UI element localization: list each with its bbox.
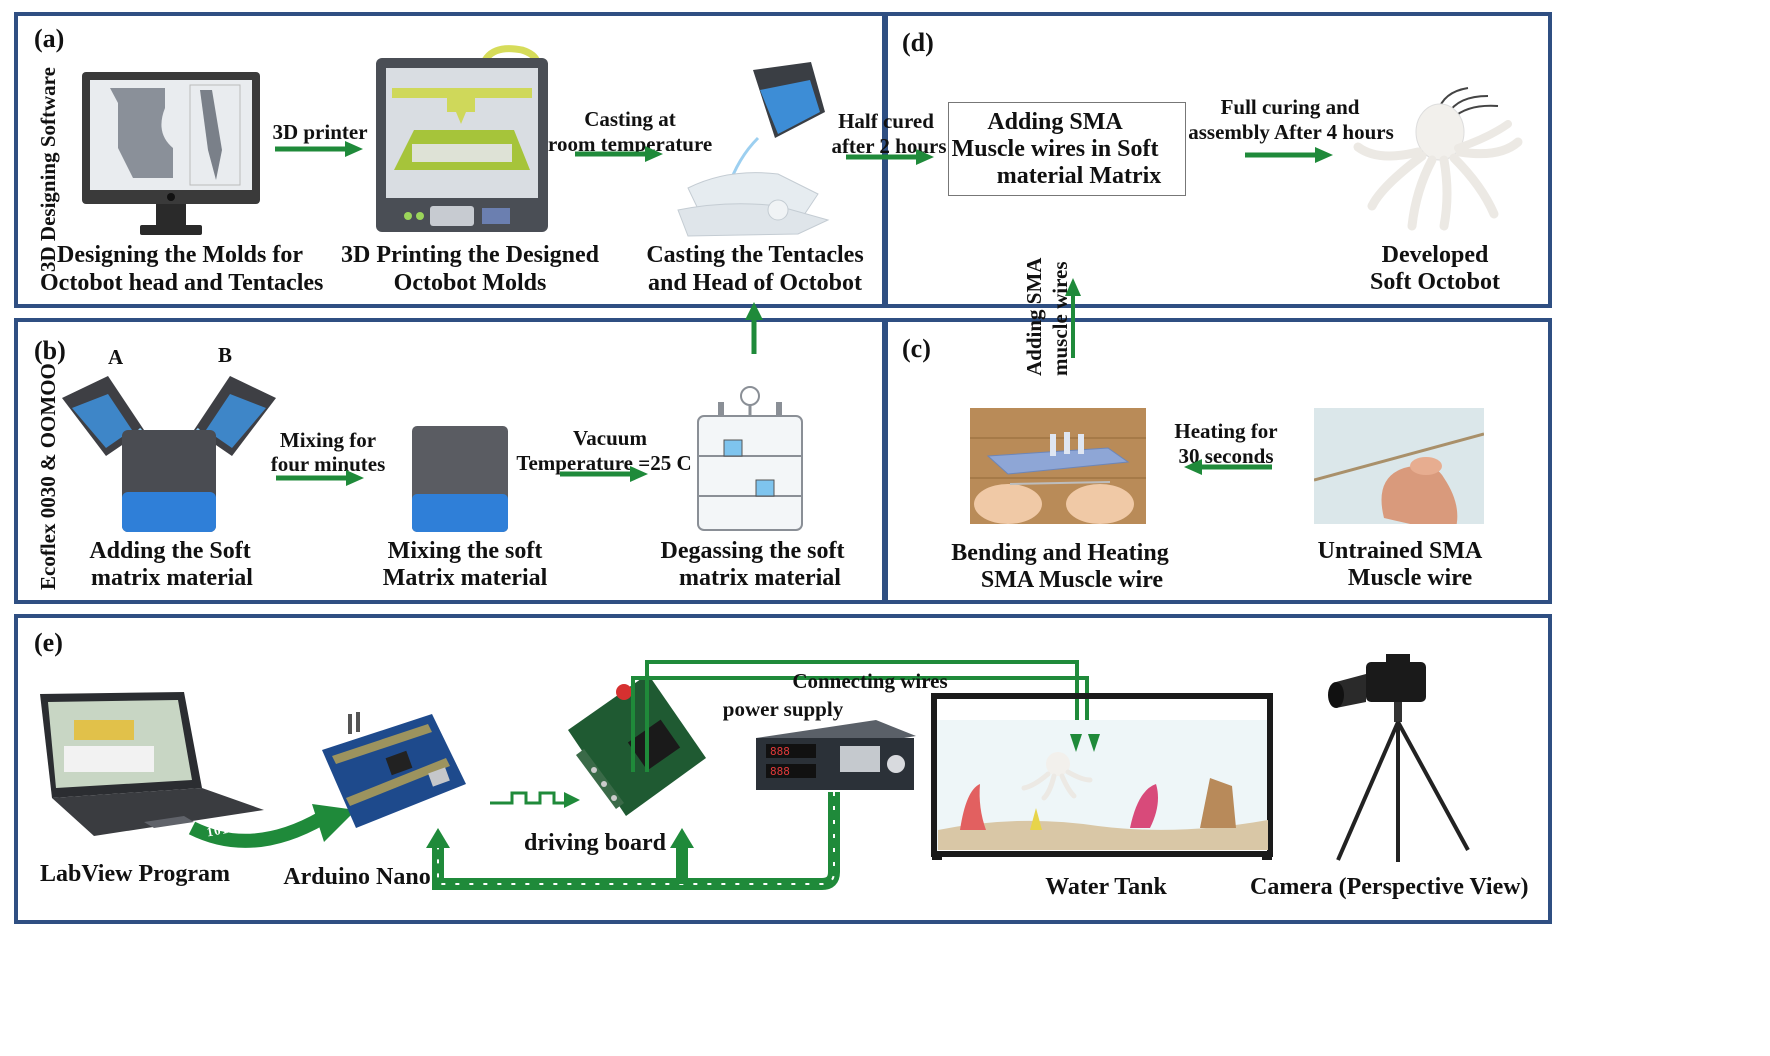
arrow-mixing-label-line1: Mixing for	[279, 428, 377, 452]
power-supply-label: power supply	[722, 697, 844, 721]
ps-display-a: 888	[770, 745, 790, 758]
arrow-mixing-label-line2: four minutes	[270, 452, 386, 476]
panel-a-step3-line2: and Head of Octobot	[647, 270, 862, 296]
arrow-full-curing-label-line1: Full curing and	[1220, 95, 1360, 119]
water-tank-illustration	[930, 690, 1276, 860]
computer-monitor-illustration	[80, 70, 262, 240]
arrow-a1-icon	[275, 141, 363, 157]
mixing-cup-illustration	[408, 424, 512, 534]
arrow-b1-icon	[276, 470, 364, 486]
untrained-sma-photo	[1314, 408, 1484, 524]
panel-b-step2-line1: Mixing the soft	[387, 538, 543, 564]
arrow-d2-icon	[1245, 147, 1333, 163]
dc-power-line-icon	[426, 792, 840, 890]
sma-box-line3: material Matrix	[996, 163, 1162, 189]
panel-b-label: (b)	[34, 336, 66, 365]
arrow-c1-icon	[1184, 459, 1272, 475]
arrow-3d-printer-label: 3D printer	[272, 120, 368, 144]
pwm-signal-arrow-icon	[490, 791, 580, 808]
panel-e-label: (e)	[34, 628, 63, 657]
driving-board-label: driving board	[524, 830, 667, 856]
panel-a-label: (a)	[34, 24, 65, 53]
arrow-half-cured-label-line2: after 2 hours	[831, 134, 947, 158]
panel-a-step2-line2: Octobot Molds	[393, 270, 547, 296]
3d-printer-illustration	[372, 40, 552, 236]
ps-display-b: 888	[770, 765, 790, 778]
sma-box-line2: Muscle wires in Soft	[951, 136, 1159, 162]
arrow-b-to-a-icon	[745, 302, 763, 354]
panel-c-side-label-line1: Adding SMA	[1022, 257, 1046, 376]
bending-sma-photo	[970, 408, 1146, 524]
camera-label: Camera (Perspective View)	[1250, 874, 1529, 900]
data-stream-arrow-icon	[188, 804, 356, 848]
panel-a-step1-line1: Designing the Molds for	[57, 242, 303, 268]
arrow-vacuum-label-line1: Vacuum	[573, 426, 647, 450]
camera-tripod-illustration	[1318, 650, 1478, 864]
panel-d-result-line2: Soft Octobot	[1370, 269, 1500, 295]
arrow-heating-label-line1: Heating for	[1174, 419, 1278, 443]
sma-wires-box	[948, 102, 1186, 196]
arrow-d-in-icon	[846, 149, 934, 165]
panel-c-step2-line2: Muscle wire	[1347, 565, 1473, 591]
panel-c-step2-line1: Untrained SMA	[1317, 538, 1483, 564]
panel-c-step1-line2: SMA Muscle wire	[980, 567, 1164, 593]
panel-b-step1-line2: matrix material	[91, 565, 253, 591]
panel-d-result-line1: Developed	[1381, 242, 1489, 268]
arrow-half-cured-label-line1: Half cured	[838, 109, 934, 133]
cup-a-label: A	[108, 345, 124, 369]
panel-b-step2-line2: Matrix material	[382, 565, 548, 591]
soft-octobot-illustration	[1348, 82, 1528, 232]
panel-c-label: (c)	[902, 334, 931, 363]
arrow-c-to-d-icon	[1065, 278, 1081, 358]
casting-molds-illustration	[668, 60, 848, 240]
panel-a-step2-line1: 3D Printing the Designed	[341, 242, 599, 268]
sma-box-line1: Adding SMA	[987, 109, 1123, 135]
arrow-full-curing-label-line2: assembly After 4 hours	[1188, 120, 1394, 144]
panel-c-step1-line1: Bending and Heating	[951, 540, 1169, 566]
panel-b-side-label: Ecoflex 0030 & OOMOO	[36, 363, 60, 590]
panel-d-label: (d)	[902, 28, 934, 57]
arrow-vacuum-label-line2: Temperature =25 C	[516, 451, 692, 475]
arrow-casting-label-line1: Casting at	[584, 107, 676, 131]
panel-b-step1-line1: Adding the Soft	[89, 538, 251, 564]
arduino-nano-illustration	[318, 710, 468, 834]
arrow-b2-icon	[560, 466, 648, 482]
panel-b-step3-line2: matrix material	[679, 565, 841, 591]
power-supply-illustration: 888 888	[748, 716, 918, 792]
cups-pouring-illustration	[60, 360, 278, 536]
water-tank-label: Water Tank	[1045, 874, 1167, 900]
laptop-illustration	[34, 690, 266, 840]
wire-drop-arrows-icon	[1070, 734, 1100, 752]
laptop-label: LabView Program	[40, 861, 230, 887]
driving-board-illustration	[560, 670, 710, 820]
panel-a-step3-line1: Casting the Tentacles	[646, 242, 864, 268]
panel-a-step1-line2: Octobot head and Tentacles	[40, 270, 324, 296]
panel-b-step3-line1: Degassing the soft	[660, 538, 845, 564]
vacuum-chamber-illustration	[690, 384, 806, 534]
arrow-a2-icon	[575, 146, 663, 162]
connecting-wires-label: Connecting wires	[792, 669, 948, 693]
arduino-label: Arduino Nano	[283, 864, 431, 890]
cup-b-label: B	[218, 343, 233, 367]
